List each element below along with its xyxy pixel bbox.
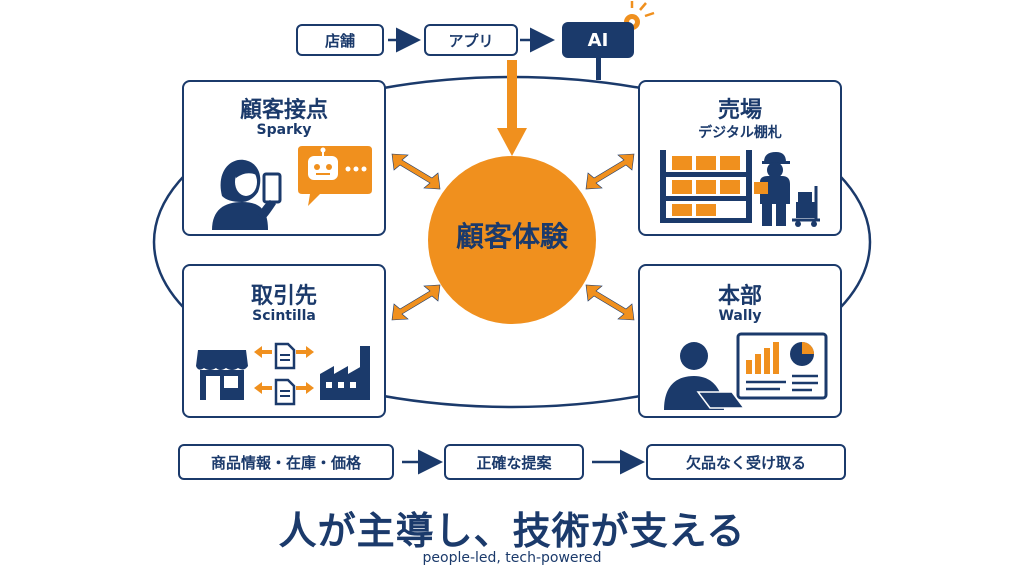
store-pill: 店舗	[296, 24, 384, 56]
woman-phone-icon	[212, 159, 282, 230]
store-label: 店舗	[324, 31, 355, 50]
arrow-partner-center	[391, 284, 441, 321]
customer-title: 顧客接点	[239, 98, 328, 123]
customer-experience-label: 顧客体験	[455, 220, 568, 253]
tagline-main: 人が主導し、技術が支える	[278, 509, 746, 553]
arrow-hq-center	[585, 284, 635, 321]
hq-title: 本部	[717, 284, 762, 309]
center-circle	[428, 156, 596, 324]
document-exchange-icon	[254, 342, 314, 406]
worker-cart-icon	[754, 152, 820, 227]
customer-subtitle: Sparky	[256, 122, 312, 138]
floor-title: 売場	[717, 98, 762, 123]
receive-label: 欠品なく受け取る	[685, 453, 806, 472]
hq-box: 本部 Wally	[638, 264, 842, 418]
app-label: アプリ	[448, 31, 494, 50]
floor-box: 売場 デジタル棚札	[638, 80, 842, 236]
info-label: 商品情報・在庫・価格	[210, 453, 361, 472]
partner-title: 取引先	[250, 284, 317, 309]
proposal-label: 正確な提案	[476, 453, 552, 472]
ai-post	[596, 56, 601, 80]
app-pill: アプリ	[424, 24, 518, 56]
store-icon	[196, 350, 248, 400]
proposal-pill: 正確な提案	[444, 444, 584, 480]
chatbot-icon	[298, 146, 372, 206]
tagline-sub: people-led, tech-powered	[422, 550, 602, 566]
hq-subtitle: Wally	[718, 308, 762, 324]
shelf-icon	[660, 150, 752, 223]
arrow-app-to-center	[497, 60, 527, 156]
ai-pill: AI	[562, 22, 634, 58]
floor-subtitle: デジタル棚札	[698, 125, 782, 141]
dashboard-icon	[736, 332, 828, 400]
customer-box: 顧客接点 Sparky	[182, 80, 386, 236]
receive-pill: 欠品なく受け取る	[646, 444, 846, 480]
arrow-customer-center	[391, 153, 441, 190]
info-pill: 商品情報・在庫・価格	[178, 444, 394, 480]
factory-icon	[320, 346, 370, 400]
arrow-floor-center	[585, 153, 635, 190]
partner-subtitle: Scintilla	[252, 308, 316, 324]
analyst-icon	[664, 342, 746, 410]
partner-box: 取引先 Scintilla	[182, 264, 386, 418]
ai-label: AI	[587, 29, 609, 51]
